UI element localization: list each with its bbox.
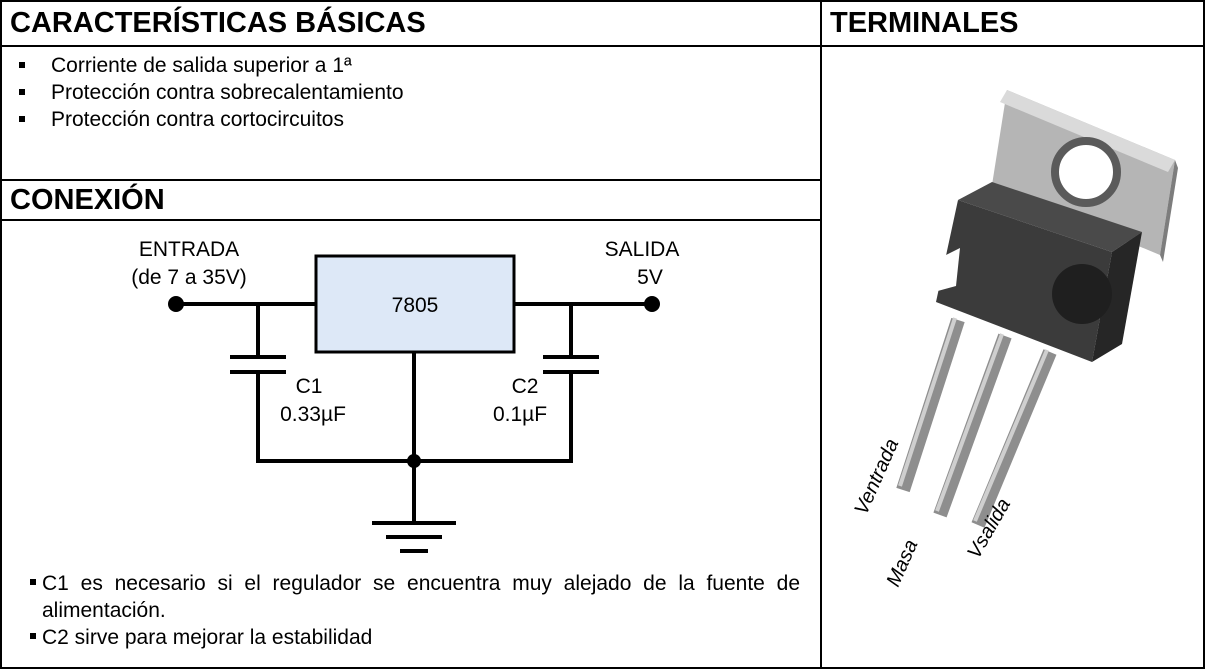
- lead-3-highlight: [973, 349, 1049, 522]
- lead-1: [896, 317, 965, 493]
- terminals-body-cell: [820, 45, 1205, 669]
- characteristics-list: Corriente de salida superior a 1ª Protec…: [8, 52, 404, 133]
- c1-value-label: 0.33µF: [280, 403, 346, 426]
- list-item: Protección contra sobrecalentamiento: [8, 79, 404, 106]
- output-voltage-label: 5V: [637, 266, 663, 289]
- body-side-face: [1092, 232, 1142, 362]
- output-label: SALIDA: [605, 238, 680, 261]
- lead-2: [933, 333, 1012, 518]
- input-label: ENTRADA: [139, 238, 239, 261]
- input-voltage-label: (de 7 a 35V): [131, 266, 247, 289]
- metal-tab-top-edge: [1000, 90, 1175, 172]
- pin-label-masa: Masa: [882, 536, 922, 590]
- body-notch-left: [934, 248, 960, 292]
- c2-value-label: 0.1µF: [493, 403, 547, 426]
- lead-1-highlight: [898, 317, 957, 487]
- c1-name-label: C1: [296, 375, 323, 398]
- output-terminal-dot: [644, 296, 660, 312]
- notes-list: C1 es necesario si el regulador se encue…: [30, 570, 800, 651]
- body-notch-right: [1052, 264, 1112, 324]
- list-item: C2 sirve para mejorar la estabilidad: [30, 624, 800, 651]
- connection-title: CONEXIÓN: [10, 184, 165, 216]
- metal-tab-side: [1160, 160, 1178, 262]
- regulator-circuit-diagram: ENTRADA (de 7 a 35V) SALIDA 5V 7805 C1 0…: [131, 238, 680, 553]
- to220-regulator-image: Ventrada Masa Vsalida: [850, 90, 1178, 590]
- c2-name-label: C2: [512, 375, 539, 398]
- body-top-face: [958, 182, 1142, 252]
- list-item: Corriente de salida superior a 1ª: [8, 52, 404, 79]
- regulator-box: [314, 254, 516, 354]
- pin-label-vsalida: Vsalida: [963, 495, 1015, 563]
- lead-2-highlight: [935, 333, 1004, 512]
- list-item: C1 es necesario si el regulador se encue…: [30, 570, 800, 624]
- input-terminal-dot: [168, 296, 184, 312]
- regulator-label: 7805: [392, 294, 439, 317]
- mounting-hole: [1051, 137, 1121, 207]
- characteristics-title: CARACTERÍSTICAS BÁSICAS: [10, 7, 426, 39]
- body-front-face: [936, 200, 1112, 362]
- lead-3: [971, 349, 1057, 528]
- list-item: Protección contra cortocircuitos: [8, 106, 404, 133]
- ground-junction-dot: [407, 454, 421, 468]
- terminals-title: TERMINALES: [830, 7, 1019, 39]
- pin-label-ventrada: Ventrada: [850, 436, 903, 518]
